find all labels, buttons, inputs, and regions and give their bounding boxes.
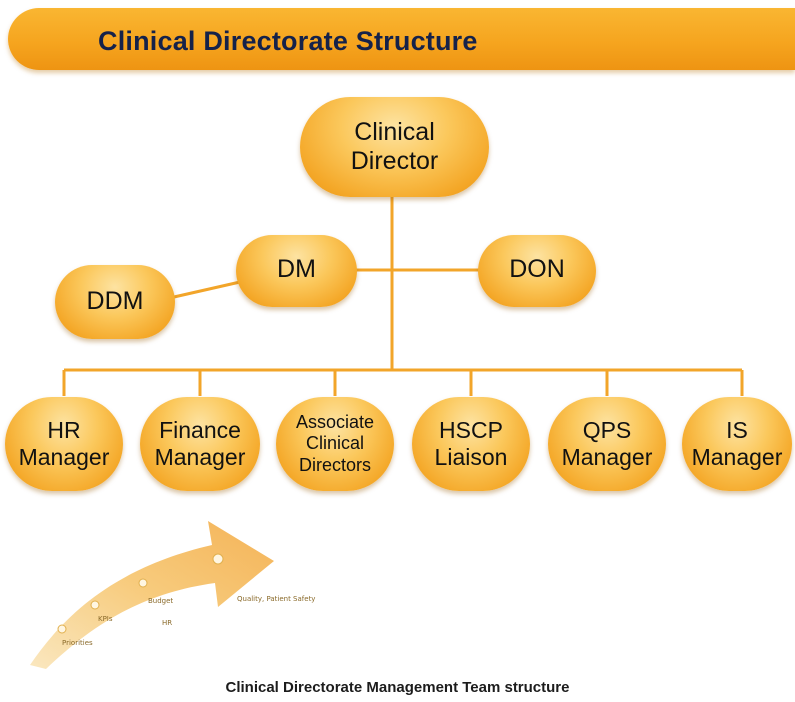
node-clinical-director: Clinical Director [300,97,489,197]
arrow-label-hr: HR [162,619,172,627]
header-banner: Clinical Directorate Structure [8,8,795,70]
node-qps-manager: QPS Manager [548,397,666,491]
milestone-dot-2 [90,600,100,610]
node-hscp-liaison: HSCP Liaison [412,397,530,491]
node-hscp-liaison-label: HSCP Liaison [434,416,508,470]
milestone-dot-4 [212,553,224,565]
node-don: DON [478,235,596,307]
node-is-manager: IS Manager [682,397,792,491]
page-title: Clinical Directorate Structure [98,26,478,56]
connector-dm-ddm [173,280,241,299]
node-associate-clinical-directors: Associate Clinical Directors [276,397,394,491]
arrow-label-quality: Quality, Patient Safety [237,595,315,603]
node-hr-manager-label: HR Manager [18,416,110,470]
arrow-label-budget: Budget [148,597,173,605]
figure-caption: Clinical Directorate Management Team str… [225,679,570,696]
node-dm: DM [236,235,357,307]
node-hr-manager: HR Manager [5,397,123,491]
node-clinical-director-label: Clinical Director [350,117,439,176]
milestone-dot-3 [138,578,148,588]
node-don-label: DON [509,255,565,283]
node-ddm: DDM [55,265,175,339]
node-ddm-label: DDM [86,287,144,316]
node-dm-label: DM [277,255,316,283]
node-qps-manager-label: QPS Manager [561,416,653,470]
node-finance-manager: Finance Manager [140,397,260,491]
milestone-dot-1 [57,624,67,634]
node-finance-manager-label: Finance Manager [154,416,246,470]
node-associate-clinical-directors-label: Associate Clinical Directors [295,412,375,475]
growth-arrow-graphic: Priorities KPIs Budget HR Quality, Patie… [30,521,315,669]
arrow-label-kpis: KPIs [98,615,113,623]
node-is-manager-label: IS Manager [691,416,783,470]
arrow-label-priorities: Priorities [62,639,93,647]
